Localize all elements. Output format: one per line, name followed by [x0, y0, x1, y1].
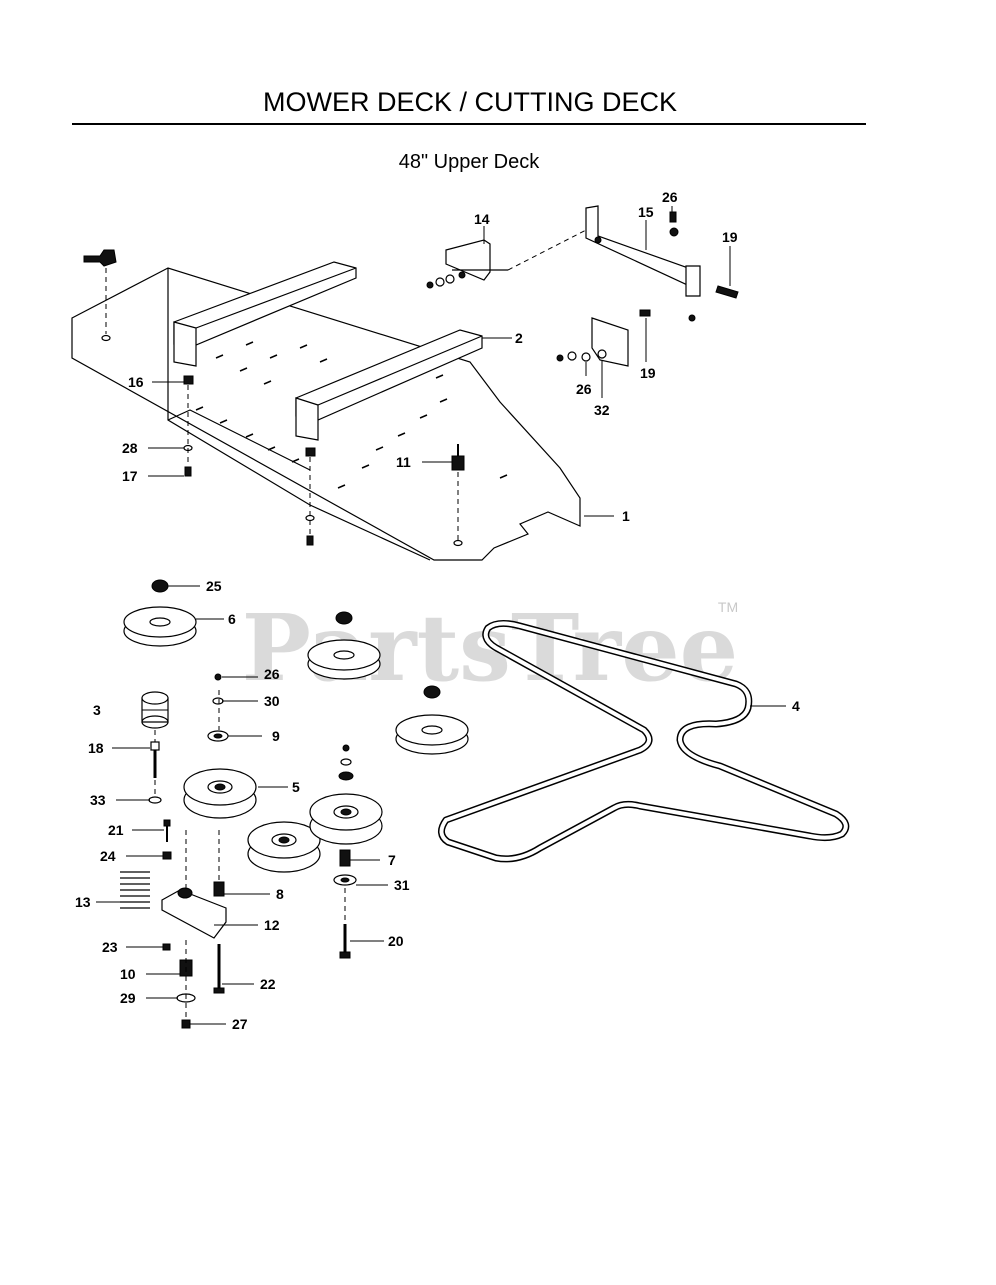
page-title: MOWER DECK / CUTTING DECK	[263, 87, 677, 117]
bracket-lower	[556, 309, 651, 367]
callout-20[interactable]: 20	[388, 933, 404, 949]
belt-cover-right	[295, 329, 483, 441]
deck-fitting	[451, 444, 465, 540]
callout-11[interactable]: 11	[396, 454, 411, 470]
callout-21[interactable]: 21	[108, 822, 124, 838]
callout-19-upper[interactable]: 19	[722, 229, 738, 245]
callout-26-upper[interactable]: 26	[662, 189, 678, 205]
belt-cover-left	[173, 261, 357, 367]
callout-24[interactable]: 24	[100, 848, 116, 864]
callout-5[interactable]: 5	[292, 779, 300, 795]
callout-30[interactable]: 30	[264, 693, 280, 709]
pulley-center	[307, 611, 381, 680]
callout-27[interactable]: 27	[232, 1016, 248, 1032]
bracket-14	[426, 227, 591, 289]
deck-left-fasteners	[183, 375, 316, 546]
callout-18[interactable]: 18	[88, 740, 104, 756]
spring	[120, 871, 150, 909]
idler-arm-assembly	[120, 690, 227, 1029]
callout-9[interactable]: 9	[272, 728, 280, 744]
idler-pulley-5	[183, 768, 257, 819]
callout-15[interactable]: 15	[638, 204, 654, 220]
callout-26-stack[interactable]: 26	[264, 666, 280, 682]
spindle-hardware	[333, 849, 357, 959]
drive-belt	[438, 619, 850, 863]
callout-8[interactable]: 8	[276, 886, 284, 902]
callout-31[interactable]: 31	[394, 877, 410, 893]
callout-19-lower[interactable]: 19	[640, 365, 656, 381]
spacer-stack	[207, 673, 229, 742]
pulley-right	[395, 685, 469, 755]
callout-25[interactable]: 25	[206, 578, 222, 594]
callout-3[interactable]: 3	[93, 702, 101, 718]
callout-16[interactable]: 16	[128, 374, 144, 390]
diagram-subtitle: 48" Upper Deck	[399, 151, 540, 173]
watermark-tm: TM	[718, 599, 738, 615]
callout-17[interactable]: 17	[122, 468, 138, 484]
callout-33[interactable]: 33	[90, 792, 106, 808]
callout-4[interactable]: 4	[792, 698, 800, 714]
bracket-15	[585, 205, 739, 322]
callout-6[interactable]: 6	[228, 611, 236, 627]
callout-28[interactable]: 28	[122, 440, 138, 456]
callout-32[interactable]: 32	[594, 402, 610, 418]
callout-22[interactable]: 22	[260, 976, 276, 992]
idler-pulley-right	[309, 744, 383, 845]
callout-7[interactable]: 7	[388, 852, 396, 868]
deck-shell	[71, 267, 581, 561]
callout-2[interactable]: 2	[515, 330, 523, 346]
callout-23[interactable]: 23	[102, 939, 118, 955]
callout-10[interactable]: 10	[120, 966, 136, 982]
deck-knob	[83, 249, 117, 334]
callout-13[interactable]: 13	[75, 894, 91, 910]
callouts: 1 2 3 4 5 6 7 8 9 10 11 12 13 14 15 16 1…	[75, 189, 800, 1032]
leader-lines	[96, 206, 786, 1025]
idler-pulley-lower	[247, 821, 321, 873]
callout-26-lower[interactable]: 26	[576, 381, 592, 397]
callout-29[interactable]: 29	[120, 990, 136, 1006]
callout-12[interactable]: 12	[264, 917, 280, 933]
callout-1[interactable]: 1	[622, 508, 630, 524]
pulley-6	[123, 579, 197, 647]
callout-14[interactable]: 14	[474, 211, 490, 227]
